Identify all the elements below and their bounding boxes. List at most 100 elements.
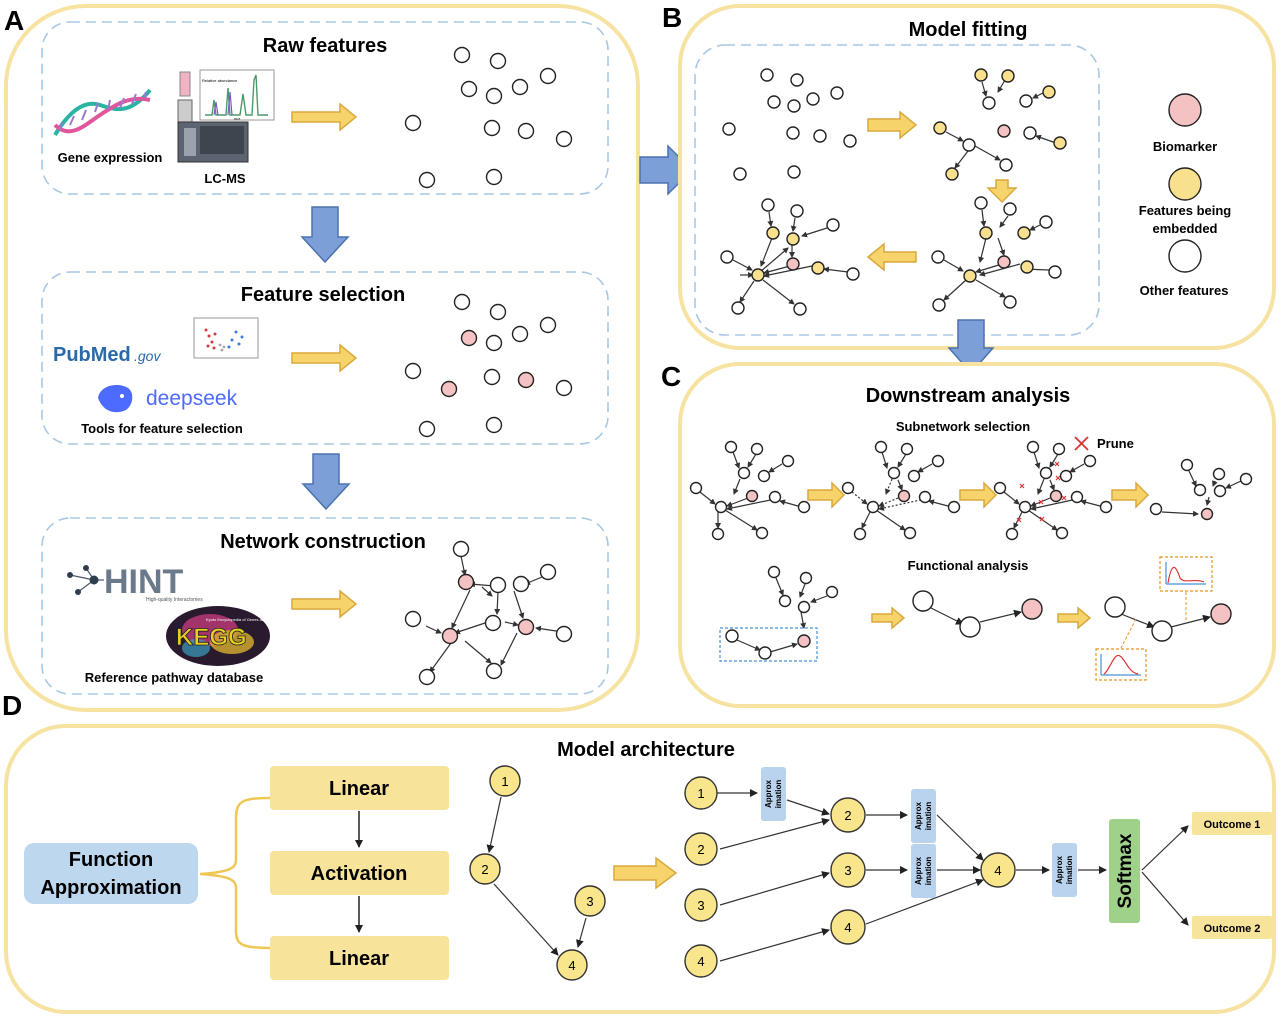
panel-d: D Model architecture Function Approximat… <box>2 690 1276 1014</box>
panel-letter-a: A <box>4 5 24 36</box>
chromatogram-x-axis-label: m/z <box>234 116 240 121</box>
activation-label: Activation <box>311 863 408 885</box>
subnetwork-full <box>689 440 811 541</box>
subnetwork-pruned <box>1149 458 1253 521</box>
hint-logo-subtitle: High-quality Interactomes <box>146 597 203 603</box>
constructed-network <box>404 540 573 686</box>
selected-feature-nodes <box>404 293 573 438</box>
nn-input-node-2: 2 <box>697 842 704 857</box>
softmax-box <box>1109 819 1140 923</box>
lcms-label: LC-MS <box>204 171 245 186</box>
chromatogram-y-axis-label: Relative abundance <box>202 78 238 83</box>
tools-label: Tools for feature selection <box>81 421 243 436</box>
dag-node-1: 1 <box>501 774 508 789</box>
raw-features-box <box>41 21 609 195</box>
bracket <box>199 796 271 950</box>
hint-logo: HINT High-quality Interactomes <box>67 563 203 603</box>
functional-result <box>1095 556 1232 681</box>
raw-features-title: Raw features <box>263 35 388 57</box>
approx-1-line1: Approx <box>764 779 773 808</box>
approx-block-3: Approx imation <box>911 844 936 898</box>
raw-feature-nodes <box>404 46 573 189</box>
deepseek-logo-text: deepseek <box>146 387 238 410</box>
down-arrow-2 <box>301 453 351 511</box>
functional-arrow-1 <box>871 606 906 630</box>
subnetwork-pruning <box>993 440 1113 541</box>
legend-biomarker-swatch <box>1168 93 1202 127</box>
linear-box-1 <box>270 766 449 810</box>
functional-arrow-2 <box>1057 606 1092 630</box>
function-approx-line1: Function <box>69 849 153 871</box>
kegg-logo-subtitle: Kyoto Encyclopedia of Genes and Genomes <box>206 617 285 622</box>
gene-expression-label: Gene expression <box>58 150 163 165</box>
nn-hidden-node-2: 2 <box>844 808 851 823</box>
legend-other-swatch <box>1168 239 1202 273</box>
softmax-label: Softmax <box>1115 833 1136 908</box>
outcome-1-box <box>1192 812 1272 835</box>
legend-embedded-label-1: Features being <box>1139 203 1232 218</box>
model-architecture-title: Model architecture <box>557 739 735 761</box>
subnetwork-arrow-2 <box>959 481 998 509</box>
subnetwork-arrow-3 <box>1111 481 1150 509</box>
b-to-c-arrow <box>947 319 995 375</box>
deepseek-logo: deepseek <box>98 385 238 413</box>
dna-helix-icon <box>53 88 152 137</box>
fitting-arrow-3 <box>866 242 917 272</box>
kegg-logo-text: KEGG <box>176 624 247 651</box>
outcome-1-label: Outcome 1 <box>1204 819 1261 831</box>
model-fitting-title: Model fitting <box>909 19 1028 41</box>
network-construction-title: Network construction <box>220 531 426 553</box>
function-approximation-box <box>24 843 198 904</box>
fitting-step3-network <box>931 196 1062 312</box>
approx-4-line2: imation <box>1065 856 1074 885</box>
prune-x-icon <box>1074 436 1089 451</box>
linear-label-1: Linear <box>329 778 389 800</box>
selection-to-nodes-arrow <box>291 343 358 373</box>
neural-network: 1 2 3 4 2 3 4 4 Approx imation Approx im… <box>684 767 1272 978</box>
pubmed-logo-text: PubMed <box>53 344 131 366</box>
dag-to-network-arrow <box>613 856 678 890</box>
volcano-plot-icon <box>193 317 259 359</box>
approx-2-line2: imation <box>924 802 933 831</box>
activation-box <box>270 851 449 895</box>
legend-embedded-label-2: embedded <box>1152 221 1217 236</box>
nn-output-node-4: 4 <box>994 863 1001 878</box>
kegg-logo: KEGG Kyoto Encyclopedia of Genes and Gen… <box>166 606 285 666</box>
approx-2-line1: Approx <box>914 801 923 830</box>
network-construction-box <box>41 517 609 695</box>
outcome-2-label: Outcome 2 <box>1204 923 1261 935</box>
hint-logo-text: HINT <box>104 563 184 601</box>
panel-letter-c: C <box>661 361 681 392</box>
pubmed-logo: PubMed .gov <box>53 344 161 366</box>
linear-box-2 <box>270 936 449 980</box>
functional-title: Functional analysis <box>908 558 1029 573</box>
panel-c: C Downstream analysis Subnetwork selecti… <box>661 361 1276 708</box>
approx-block-1: Approx imation <box>761 767 786 821</box>
nn-input-node-3: 3 <box>697 898 704 913</box>
feature-selection-title: Feature selection <box>241 284 406 306</box>
feature-selection-box <box>41 271 609 445</box>
panel-a: A Raw features Gene expression LC-MS Rel… <box>4 4 640 712</box>
panel-letter-d: D <box>2 690 22 721</box>
approx-block-2: Approx imation <box>911 789 936 843</box>
dag-node-3: 3 <box>586 894 593 909</box>
panel-c-frame <box>678 362 1276 708</box>
fitting-arrow-2 <box>986 179 1018 204</box>
dag-node-4: 4 <box>568 958 575 973</box>
approx-3-line2: imation <box>924 857 933 886</box>
distribution-plot-bottom <box>1095 648 1147 681</box>
reference-db-label: Reference pathway database <box>85 670 263 685</box>
nn-input-node-1: 1 <box>697 786 704 801</box>
dag-node-2: 2 <box>481 862 488 877</box>
approx-3-line1: Approx <box>914 856 923 885</box>
subnetwork-title: Subnetwork selection <box>896 419 1030 434</box>
approx-1-line2: imation <box>774 780 783 809</box>
legend-biomarker-label: Biomarker <box>1153 139 1217 154</box>
fitting-arrow-1 <box>867 110 918 140</box>
network-to-graph-arrow <box>291 589 358 619</box>
fitting-initial-nodes <box>722 68 857 181</box>
legend-embedded-swatch <box>1168 167 1202 201</box>
outcome-2-box <box>1192 916 1272 939</box>
